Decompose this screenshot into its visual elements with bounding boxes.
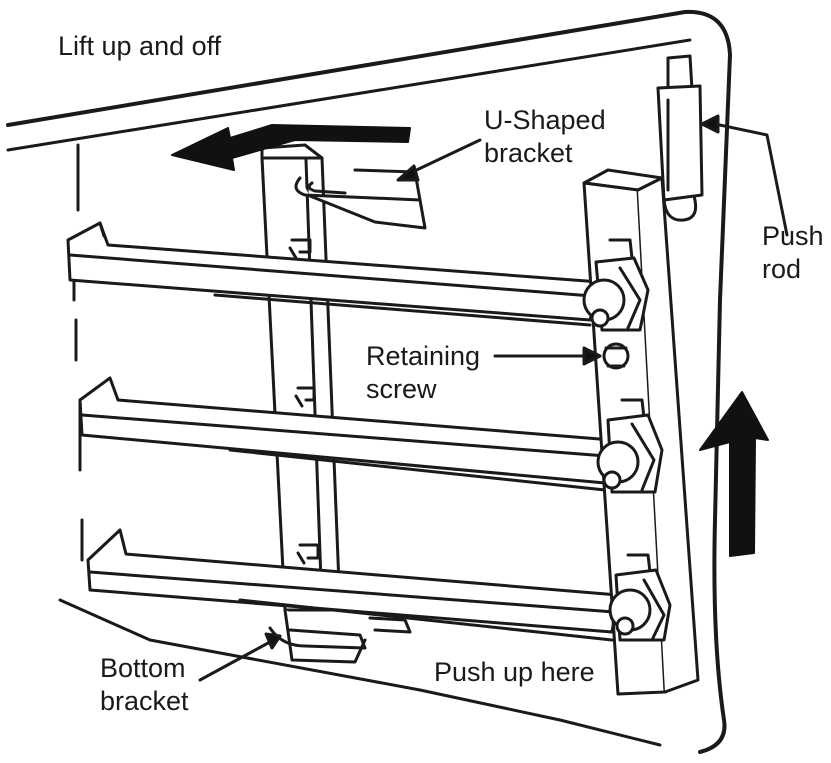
leader-u-shaped — [396, 138, 482, 182]
lift-arrow — [171, 124, 411, 171]
push-rod — [656, 54, 704, 222]
knob-top — [582, 256, 650, 332]
bottom-bracket — [268, 608, 412, 664]
knob-middle — [596, 413, 664, 494]
label-u-shaped-line1: U-Shaped — [484, 105, 606, 135]
label-push-rod-line2: rod — [762, 254, 802, 284]
shelf-bar-top — [66, 221, 602, 327]
label-retaining-screw: Retaining screw — [366, 340, 480, 406]
label-bottom-line1: Bottom — [100, 653, 186, 683]
label-push-up-here: Push up here — [434, 656, 595, 689]
label-retaining-line2: screw — [366, 374, 437, 404]
leader-retaining-screw — [493, 346, 602, 366]
label-retaining-line1: Retaining — [366, 341, 481, 371]
shelf-bar-bottom — [86, 528, 620, 642]
push-up-arrow — [699, 391, 769, 557]
label-push-rod: Push rod — [762, 220, 824, 286]
label-lift-up-and-off: Lift up and off — [58, 30, 221, 63]
shelf-bar-middle — [78, 376, 614, 492]
label-lift-text: Lift up and off — [58, 31, 222, 61]
label-bottom-bracket: Bottom bracket — [100, 652, 189, 718]
label-bottom-line2: bracket — [100, 686, 189, 716]
leader-bottom-bracket — [198, 632, 282, 682]
label-u-shaped-bracket: U-Shaped bracket — [484, 104, 606, 170]
left-rail — [260, 143, 342, 612]
label-push-rod-line1: Push — [762, 221, 824, 251]
label-u-shaped-line2: bracket — [484, 138, 573, 168]
knob-bottom — [608, 568, 672, 642]
door-outline — [6, 9, 732, 754]
leader-push-rod — [700, 114, 789, 237]
label-push-up-text: Push up here — [434, 657, 595, 687]
retaining-screw — [602, 342, 630, 370]
